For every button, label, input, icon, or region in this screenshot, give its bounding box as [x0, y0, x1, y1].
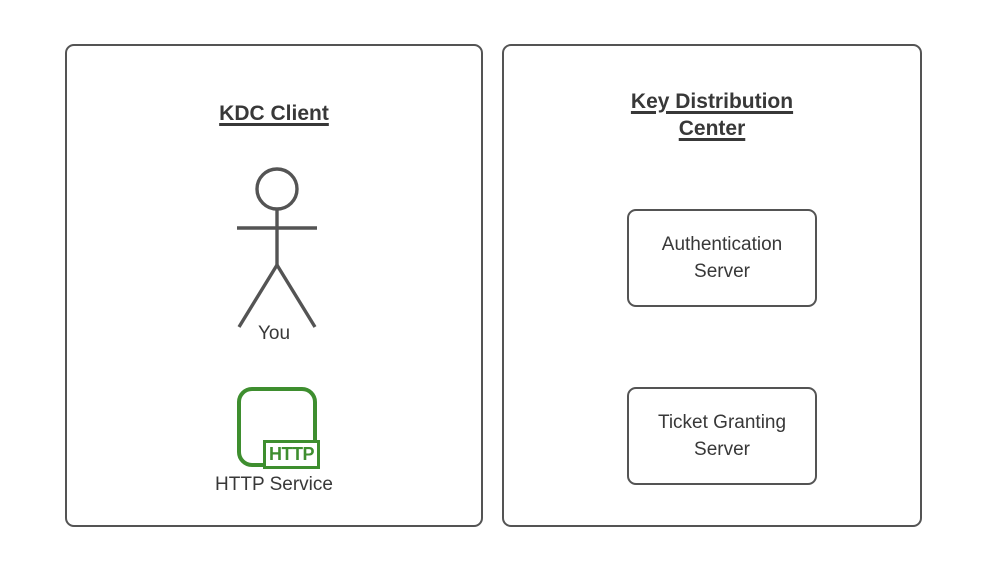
authentication-server-label-line1: Authentication	[661, 234, 783, 255]
kdc-client-title: KDC Client	[219, 102, 329, 125]
key-distribution-center-panel: Key Distribution Center Authentication S…	[502, 44, 922, 527]
http-service-label: HTTP Service	[215, 474, 333, 495]
kdc-title-line2: Center	[678, 117, 746, 140]
stick-figure-icon	[237, 167, 317, 328]
actor-label: You	[257, 323, 291, 344]
authentication-server-box: Authentication Server	[627, 209, 817, 307]
ticket-granting-server-label-line1: Ticket Granting	[657, 412, 787, 433]
ticket-granting-server-box: Ticket Granting Server	[627, 387, 817, 485]
http-badge: HTTP	[263, 440, 320, 469]
key-distribution-center-title: Key Distribution Center	[504, 88, 920, 142]
kdc-title-line1: Key Distribution	[630, 90, 794, 113]
kdc-client-panel: KDC Client You HTTP HTTP Service	[65, 44, 483, 527]
http-service-icon: HTTP	[237, 387, 320, 469]
ticket-granting-server-label-line2: Server	[694, 439, 750, 460]
authentication-server-label-line2: Server	[694, 261, 750, 282]
